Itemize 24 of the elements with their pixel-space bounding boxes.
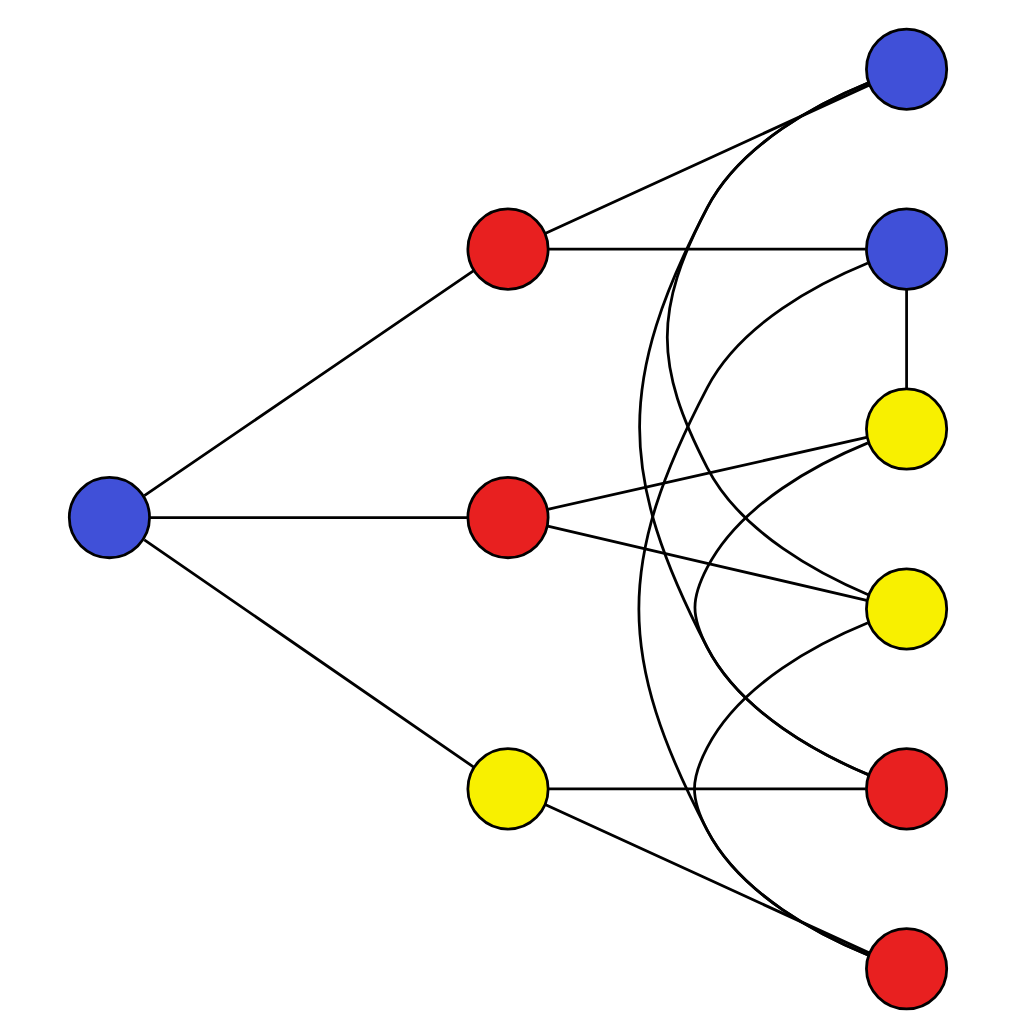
node-circle bbox=[864, 926, 948, 1010]
connector bbox=[637, 80, 869, 776]
connector bbox=[544, 82, 870, 234]
connector bbox=[692, 440, 869, 776]
node-circle bbox=[864, 206, 948, 290]
node-circle bbox=[864, 746, 948, 830]
connector bbox=[142, 537, 474, 768]
connector bbox=[544, 802, 870, 954]
node-circle bbox=[864, 566, 948, 650]
node-circle bbox=[864, 386, 948, 470]
connector bbox=[142, 268, 474, 496]
connector bbox=[547, 246, 865, 250]
connector bbox=[547, 786, 865, 790]
node-circle bbox=[66, 475, 150, 559]
connector bbox=[904, 288, 907, 388]
node-circle bbox=[465, 475, 549, 559]
node-circle bbox=[465, 746, 549, 830]
connector bbox=[546, 435, 866, 510]
node-circle bbox=[864, 26, 948, 110]
connector bbox=[636, 260, 868, 956]
connector bbox=[546, 523, 866, 601]
node-circle bbox=[465, 206, 549, 290]
connector bbox=[692, 620, 868, 956]
connector bbox=[148, 515, 467, 518]
